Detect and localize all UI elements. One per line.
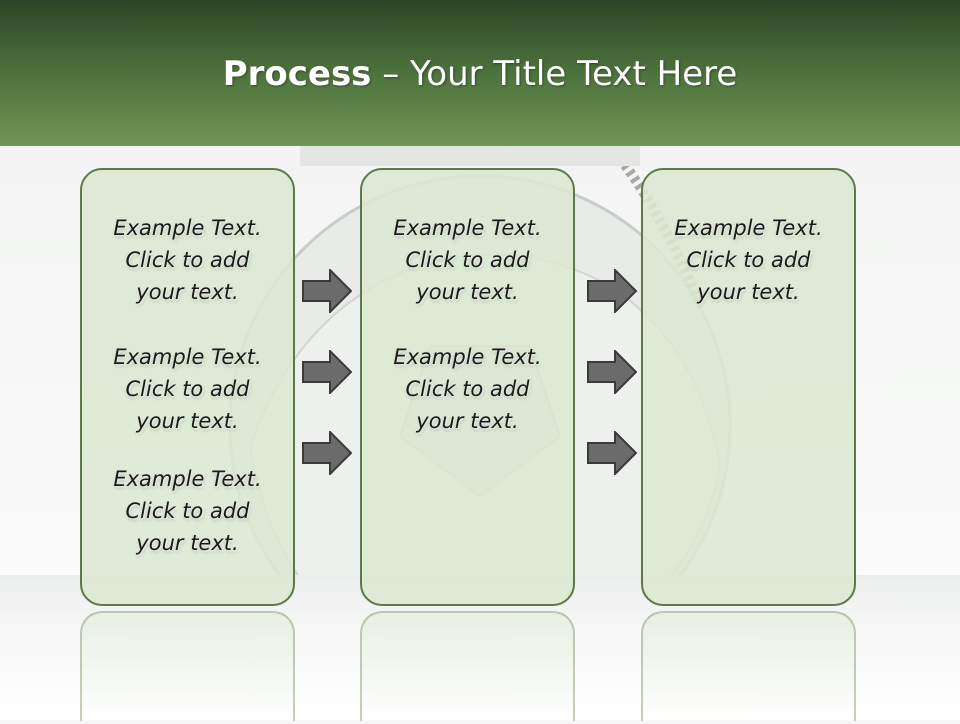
text-line: Click to add — [125, 248, 250, 272]
text-placeholder[interactable]: Example Text. Click to add your text. — [362, 212, 573, 308]
right-arrow-icon[interactable] — [587, 350, 637, 394]
right-arrow-icon[interactable] — [587, 269, 637, 313]
process-panel-1[interactable]: Example Text. Click to add your text. Ex… — [80, 168, 295, 606]
text-line: Click to add — [125, 377, 250, 401]
process-panel-3[interactable]: Example Text. Click to add your text. — [641, 168, 856, 606]
text-line: your text. — [697, 280, 800, 304]
text-line: Click to add — [405, 248, 530, 272]
slide-title-bold: Process — [222, 54, 372, 94]
title-bar — [0, 0, 960, 146]
text-line: Example Text. — [393, 216, 542, 240]
text-line: your text. — [136, 280, 239, 304]
text-line: Example Text. — [674, 216, 823, 240]
text-placeholder[interactable]: Example Text. Click to add your text. — [362, 341, 573, 437]
text-line: Click to add — [125, 499, 250, 523]
slide-title[interactable]: Process – Your Title Text Here — [0, 52, 960, 96]
panel-reflection-2 — [360, 611, 575, 721]
text-line: your text. — [136, 531, 239, 555]
panel-reflection-3 — [641, 611, 856, 721]
right-arrow-icon[interactable] — [302, 431, 352, 475]
process-panel-2[interactable]: Example Text. Click to add your text. Ex… — [360, 168, 575, 606]
text-line: Example Text. — [113, 216, 262, 240]
text-placeholder[interactable]: Example Text. Click to add your text. — [82, 341, 293, 437]
text-line: Example Text. — [113, 345, 262, 369]
text-line: your text. — [416, 409, 519, 433]
text-line: Click to add — [405, 377, 530, 401]
right-arrow-icon[interactable] — [302, 350, 352, 394]
text-line: your text. — [136, 409, 239, 433]
panel-reflection-1 — [80, 611, 295, 721]
text-placeholder[interactable]: Example Text. Click to add your text. — [643, 212, 854, 308]
text-line: your text. — [416, 280, 519, 304]
text-placeholder[interactable]: Example Text. Click to add your text. — [82, 212, 293, 308]
right-arrow-icon[interactable] — [587, 431, 637, 475]
text-placeholder[interactable]: Example Text. Click to add your text. — [82, 463, 293, 559]
slide-title-rest: – Your Title Text Here — [371, 54, 738, 94]
text-line: Example Text. — [113, 467, 262, 491]
right-arrow-icon[interactable] — [302, 269, 352, 313]
text-line: Click to add — [686, 248, 811, 272]
text-line: Example Text. — [393, 345, 542, 369]
